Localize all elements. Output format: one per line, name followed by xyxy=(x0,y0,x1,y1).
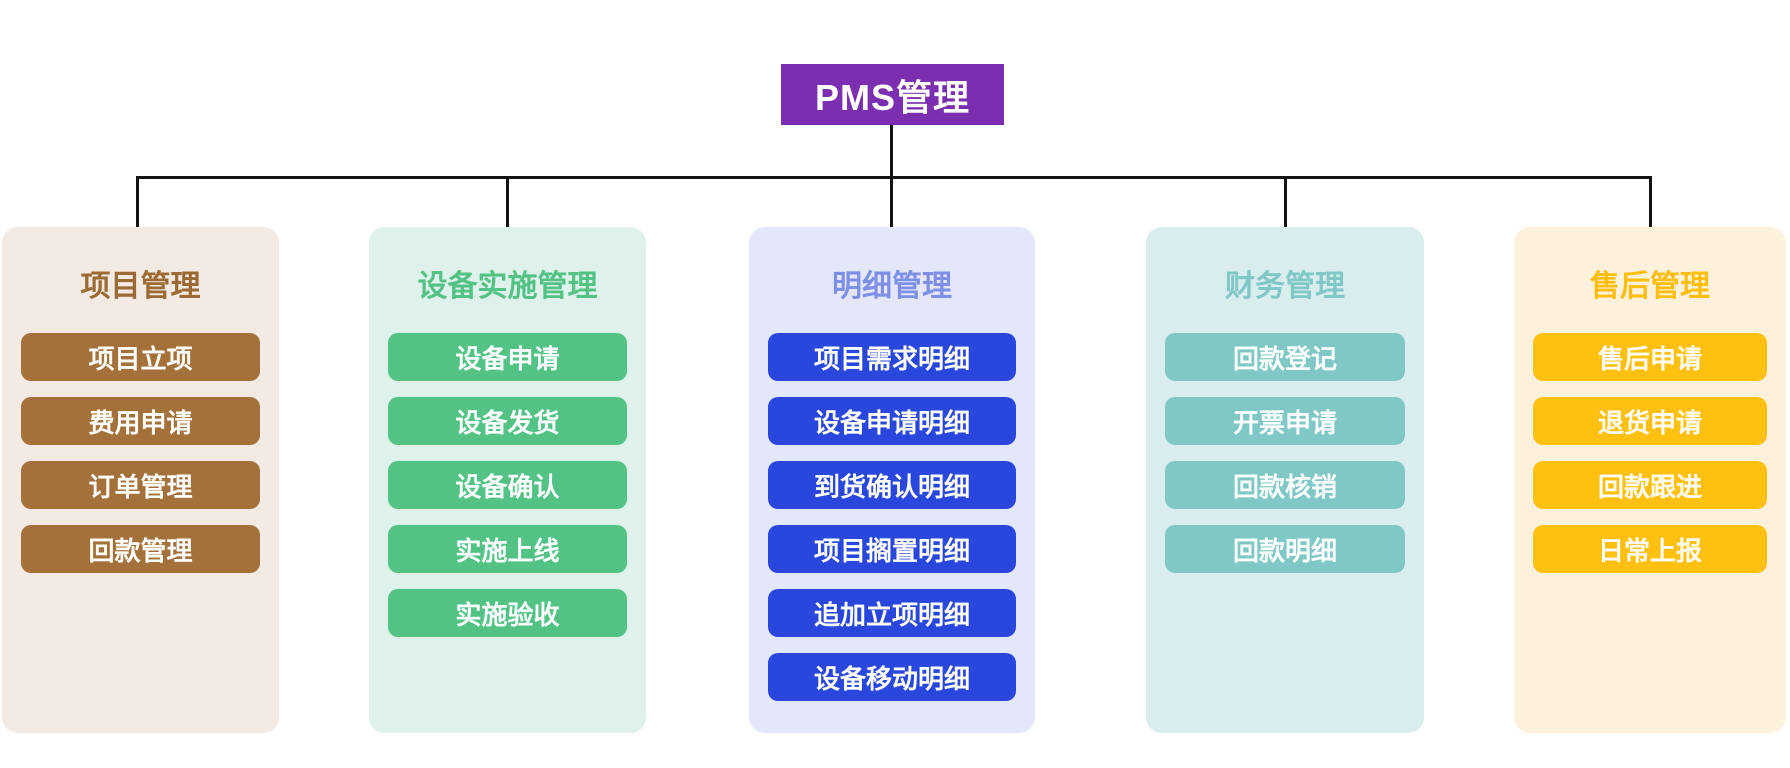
node-button[interactable]: 设备确认 xyxy=(388,461,627,509)
node-button[interactable]: 项目立项 xyxy=(21,333,260,381)
node-button[interactable]: 订单管理 xyxy=(21,461,260,509)
node-button[interactable]: 追加立项明细 xyxy=(768,589,1016,637)
node-button[interactable]: 售后申请 xyxy=(1533,333,1767,381)
root-node-label: PMS管理 xyxy=(814,76,970,118)
node-button[interactable]: 设备发货 xyxy=(388,397,627,445)
node-button[interactable]: 项目需求明细 xyxy=(768,333,1016,381)
connector-drop-project xyxy=(136,176,139,228)
panel-items-project-management: 项目立项费用申请订单管理回款管理 xyxy=(2,333,279,589)
node-button[interactable]: 回款明细 xyxy=(1165,525,1405,573)
panel-items-device-implementation-management: 设备申请设备发货设备确认实施上线实施验收 xyxy=(369,333,646,653)
panel-items-finance-management: 回款登记开票申请回款核销回款明细 xyxy=(1146,333,1424,589)
node-button[interactable]: 设备申请 xyxy=(388,333,627,381)
root-node: PMS管理 xyxy=(781,64,1004,125)
panel-after-sales-management: 售后管理 售后申请退货申请回款跟进日常上报 xyxy=(1514,227,1786,733)
panel-title-device-implementation-management: 设备实施管理 xyxy=(417,270,598,303)
node-button[interactable]: 设备移动明细 xyxy=(768,653,1016,701)
node-button[interactable]: 回款跟进 xyxy=(1533,461,1767,509)
node-button[interactable]: 到货确认明细 xyxy=(768,461,1016,509)
panel-title-after-sales-management: 售后管理 xyxy=(1590,270,1710,303)
panel-items-detail-management: 项目需求明细设备申请明细到货确认明细项目搁置明细追加立项明细设备移动明细 xyxy=(749,333,1035,717)
node-button[interactable]: 实施验收 xyxy=(388,589,627,637)
panel-project-management: 项目管理 项目立项费用申请订单管理回款管理 xyxy=(2,227,279,733)
node-button[interactable]: 开票申请 xyxy=(1165,397,1405,445)
node-button[interactable]: 实施上线 xyxy=(388,525,627,573)
panel-items-after-sales-management: 售后申请退货申请回款跟进日常上报 xyxy=(1514,333,1786,589)
panel-title-finance-management: 财务管理 xyxy=(1225,270,1345,303)
node-button[interactable]: 日常上报 xyxy=(1533,525,1767,573)
panel-finance-management: 财务管理 回款登记开票申请回款核销回款明细 xyxy=(1146,227,1424,733)
panel-title-project-management: 项目管理 xyxy=(80,270,201,303)
connector-drop-device xyxy=(506,176,509,228)
connector-rail xyxy=(136,176,1652,179)
connector-drop-finance xyxy=(1284,176,1287,228)
node-button[interactable]: 退货申请 xyxy=(1533,397,1767,445)
node-button[interactable]: 回款登记 xyxy=(1165,333,1405,381)
panel-device-implementation-management: 设备实施管理 设备申请设备发货设备确认实施上线实施验收 xyxy=(369,227,646,733)
node-button[interactable]: 费用申请 xyxy=(21,397,260,445)
panel-detail-management: 明细管理 项目需求明细设备申请明细到货确认明细项目搁置明细追加立项明细设备移动明… xyxy=(749,227,1035,733)
node-button[interactable]: 回款核销 xyxy=(1165,461,1405,509)
node-button[interactable]: 回款管理 xyxy=(21,525,260,573)
connector-drop-detail xyxy=(890,176,893,228)
panel-title-detail-management: 明细管理 xyxy=(832,270,952,303)
node-button[interactable]: 设备申请明细 xyxy=(768,397,1016,445)
connector-drop-aftersales xyxy=(1649,176,1652,228)
connector-stem xyxy=(890,125,893,178)
node-button[interactable]: 项目搁置明细 xyxy=(768,525,1016,573)
